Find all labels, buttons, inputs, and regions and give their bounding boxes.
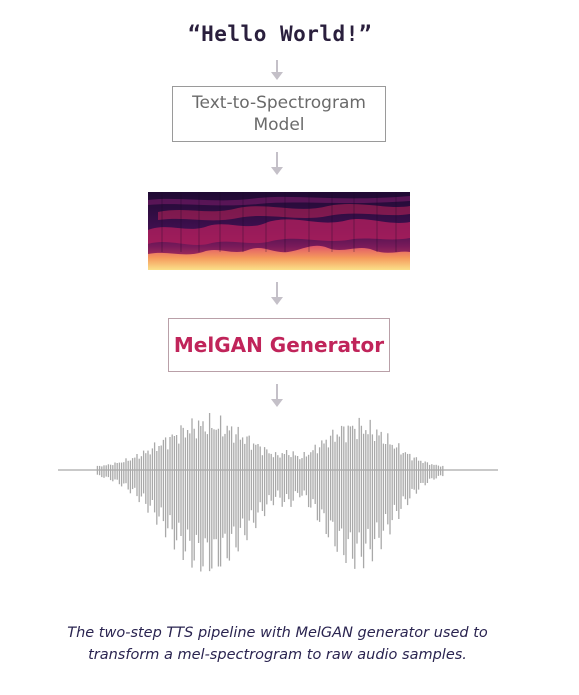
caption-line-2: transform a mel-spectrogram to raw audio… — [88, 647, 467, 663]
melgan-generator-label: MelGAN Generator — [173, 333, 385, 357]
arrow-2 — [270, 152, 284, 176]
arrow-4 — [270, 384, 284, 408]
mel-spectrogram-image — [148, 192, 410, 270]
melgan-generator-box: MelGAN Generator — [168, 318, 390, 372]
input-text: “Hello World!” — [187, 22, 372, 46]
figure-caption: The two-step TTS pipeline with MelGAN ge… — [0, 622, 555, 666]
audio-waveform-image — [58, 402, 498, 580]
text-to-spectrogram-label-line1: Text-to-Spectrogram — [192, 93, 366, 113]
text-to-spectrogram-box: Text-to-Spectrogram Model — [172, 86, 386, 142]
arrow-1 — [270, 60, 284, 80]
caption-line-1: The two-step TTS pipeline with MelGAN ge… — [67, 625, 488, 641]
text-to-spectrogram-label-line2: Model — [253, 115, 305, 135]
arrow-3 — [270, 282, 284, 306]
